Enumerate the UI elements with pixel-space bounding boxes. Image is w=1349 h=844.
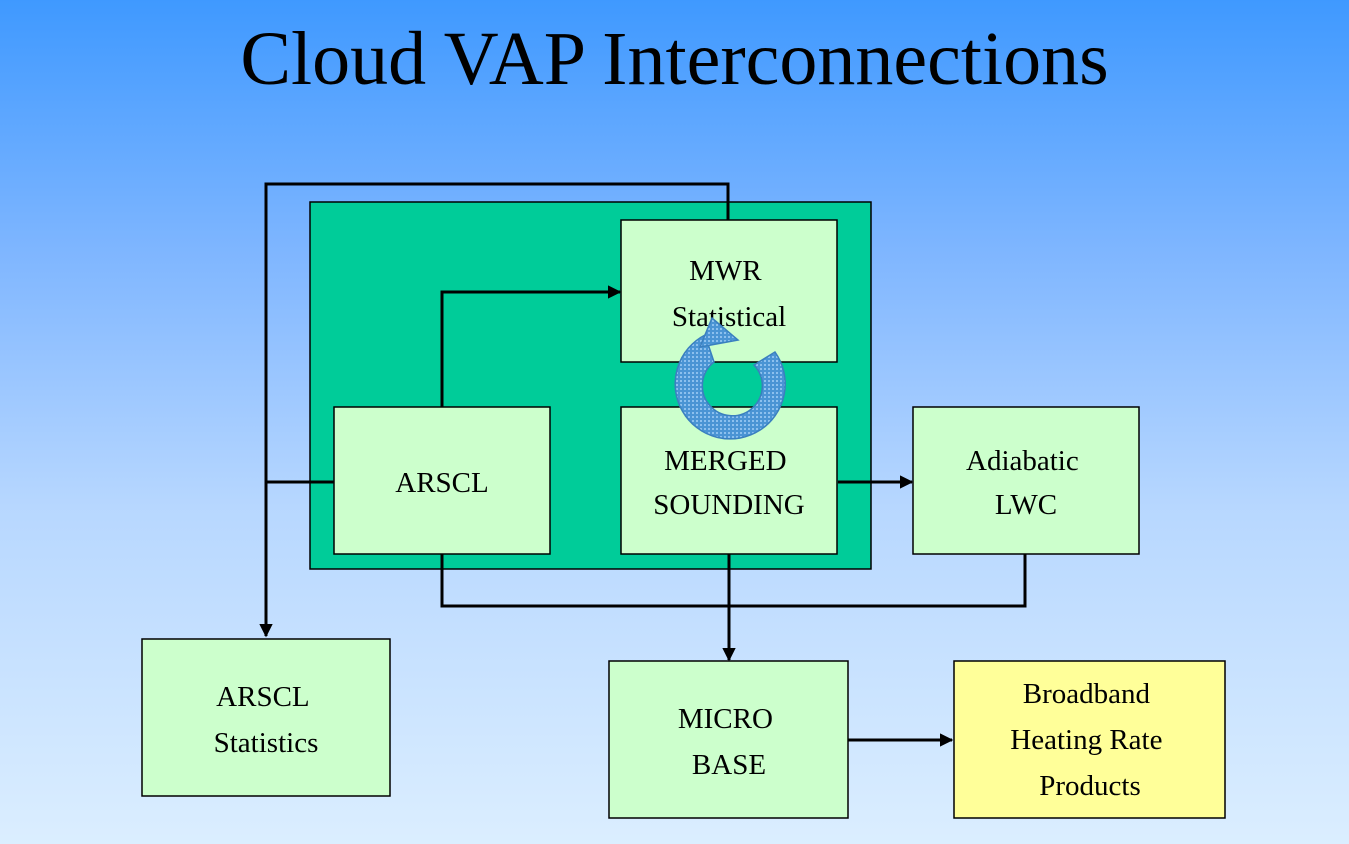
edge-arscl-adiabatic-loop (440, 554, 1027, 608)
label-merged-sounding: MERGED SOUNDING (653, 445, 805, 521)
label-microbase-line2: BASE (692, 749, 766, 781)
label-merged-line1: MERGED (664, 445, 786, 477)
edge-arscl-to-mwr (440, 285, 622, 407)
cycle-arrow-icon (674, 316, 786, 440)
label-mwr-line1: MWR (689, 255, 762, 287)
label-arscl-line1: ARSCL (395, 467, 488, 499)
label-merged-line2: SOUNDING (653, 489, 805, 521)
label-arscl-stats-line1: ARSCL (216, 681, 308, 713)
label-mwr-statistical: MWR Statistical (672, 255, 786, 333)
label-arscl-statistics: ARSCL Statistics (214, 681, 319, 759)
box-arscl-statistics (141, 638, 391, 797)
label-adiabatic-lwc: Adiabatic LWC (966, 445, 1086, 521)
box-broadband (953, 660, 1226, 819)
label-broadband-line1: Broadband (1023, 678, 1151, 710)
slide-title: Cloud VAP Interconnections (240, 17, 1109, 101)
edge-mwr-to-arscl-stats (259, 182, 730, 638)
box-arscl (333, 406, 551, 555)
label-broadband-line3: Products (1039, 770, 1141, 802)
label-arscl-stats-line2: Statistics (214, 727, 319, 759)
label-mwr-line2: Statistical (672, 301, 786, 333)
box-adiabatic-lwc (912, 406, 1140, 555)
label-broadband: Broadband Heating Rate Products (1010, 678, 1169, 802)
label-adiabatic-line1: Adiabatic (966, 445, 1079, 477)
connectors (259, 182, 1027, 747)
box-microbase (608, 660, 849, 819)
label-arscl: ARSCL (395, 467, 488, 499)
label-microbase-line1: MICRO (678, 703, 773, 735)
label-microbase: MICRO BASE (678, 703, 780, 781)
label-adiabatic-line2: LWC (995, 489, 1057, 521)
label-broadband-line2: Heating Rate (1010, 724, 1162, 756)
